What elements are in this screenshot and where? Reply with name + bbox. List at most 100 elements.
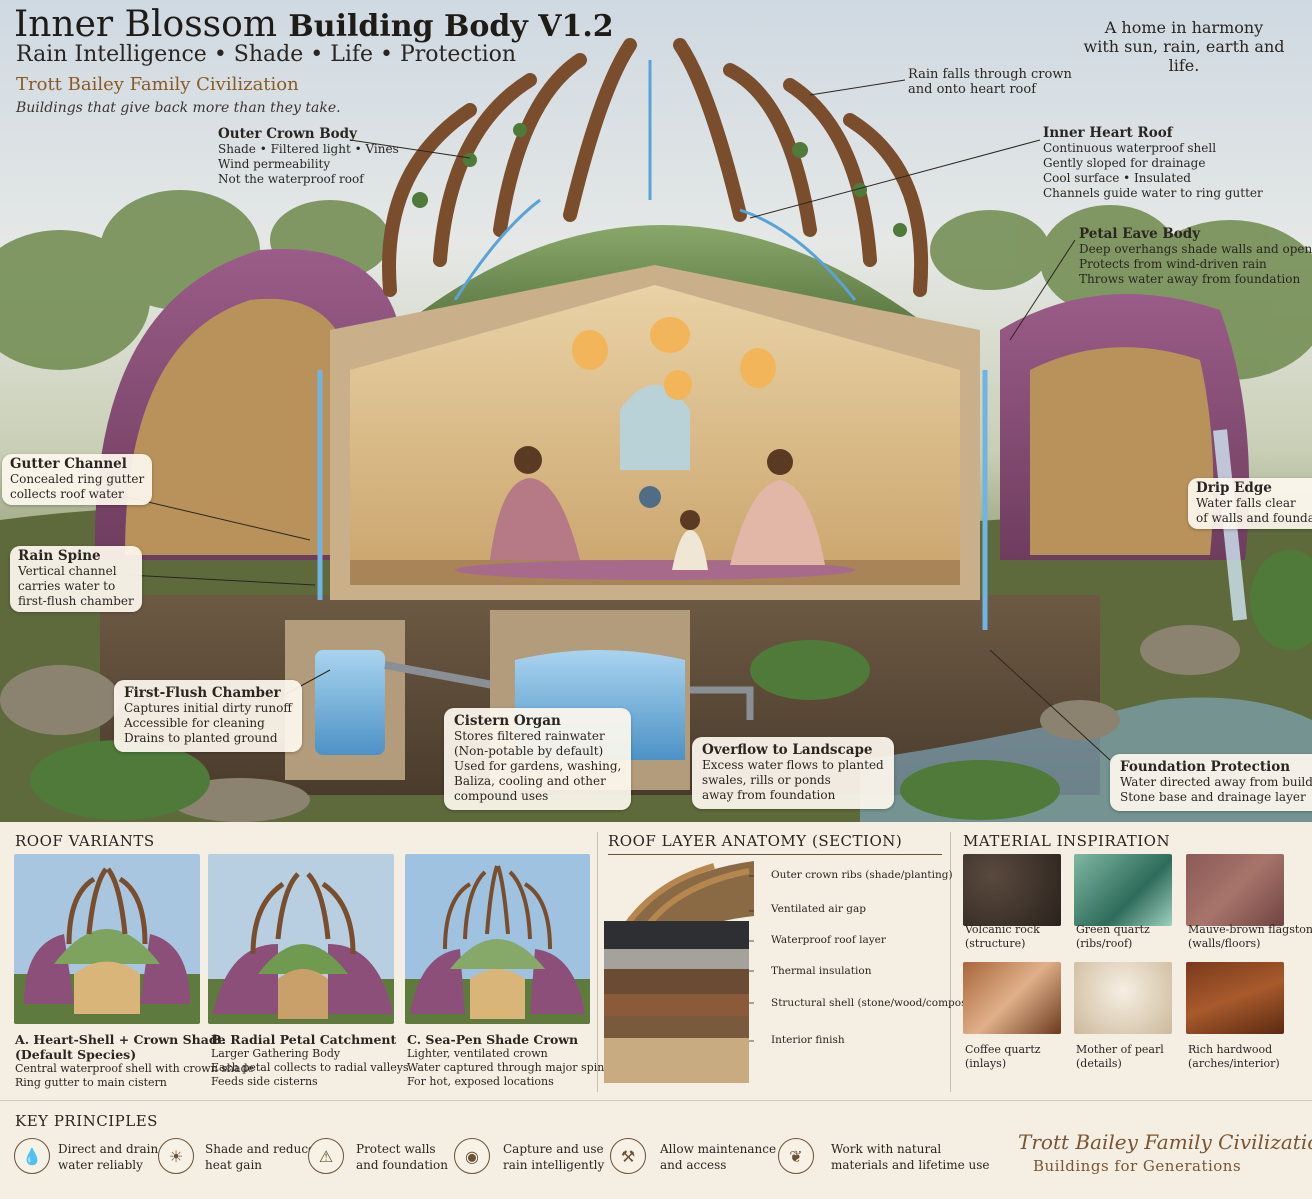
principle-line: materials and lifetime use [831,1158,990,1172]
callout-title: First-Flush Chamber [124,685,281,701]
callout-title: Petal Eave Body [1079,226,1201,242]
variant-b-image [208,854,394,1024]
callout-line: compound uses [454,789,549,803]
callout-line: first-flush chamber [18,594,134,608]
material-caption: Coffee quartz (inlays) [965,1043,1041,1071]
callout-inner-heart: Inner Heart Roof Continuous waterproof s… [1043,126,1263,201]
callout-rain-spine: Rain Spine Vertical channel carries wate… [10,546,142,612]
callout-line: collects roof water [10,487,124,501]
variant-a-image [14,854,200,1024]
layer-label: Outer crown ribs (shade/planting) [771,869,953,881]
callout-line: Wind permeability [218,157,331,171]
green-quartz-swatch [1074,854,1172,926]
sun-icon: ☀ [158,1138,194,1174]
mother-of-pearl-swatch [1074,962,1172,1034]
leaf-icon: ❦ [778,1138,814,1174]
callout-title: Foundation Protection [1120,759,1291,775]
roof-variants-heading: ROOF VARIANTS [15,832,155,850]
divider [950,832,951,1092]
material-name: Green quartz [1076,923,1150,936]
callout-rain-falls: Rain falls through crown and onto heart … [908,67,1072,97]
callout-title: Gutter Channel [10,456,127,472]
rain-spine-pipes [317,370,988,630]
principle-text: Capture and use rain intelligently [503,1141,604,1173]
callout-line: Drains to planted ground [124,731,278,745]
material-name: Volcanic rock [965,923,1040,936]
callout-title: Drip Edge [1196,480,1272,496]
callout-line: Channels guide water to ring gutter [1043,186,1263,200]
roof-layer-section-drawing [604,856,766,1090]
callout-overflow: Overflow to Landscape Excess water flows… [692,737,894,809]
volcanic-rock-swatch [963,854,1061,926]
callout-drip-edge: Drip Edge Water falls clear of walls and… [1188,478,1312,529]
divider [0,1100,1312,1101]
lanterns [572,317,776,400]
layer-label: Thermal insulation [771,965,872,977]
material-caption: Rich hardwood (arches/interior) [1188,1043,1280,1071]
variant-line: Water captured through major spines [407,1061,617,1074]
material-use: (walls/floors) [1188,937,1261,950]
callout-line: Concealed ring gutter [10,472,145,486]
callout-line: Used for gardens, washing, [454,759,622,773]
motto: Buildings that give back more than they … [16,100,341,116]
callout-line: Excess water flows to planted [702,758,884,772]
title-part-b: Building Body V1.2 [288,9,614,44]
callout-line: and onto heart roof [908,82,1037,97]
callout-line: away from foundation [702,788,836,802]
variant-line: Larger Gathering Body [211,1047,341,1060]
principle-line: and foundation [356,1158,448,1172]
hardwood-swatch [1186,962,1284,1034]
outer-crown-ribs [382,38,929,297]
material-name: Rich hardwood [1188,1043,1273,1056]
variant-line: Feeds side cisterns [211,1075,318,1088]
layer-label: Ventilated air gap [771,903,866,915]
title-part-a: Inner Blossom [14,4,277,45]
callout-line: Protects from wind-driven rain [1079,257,1267,271]
variant-title: A. Heart-Shell + Crown Shade [15,1032,226,1047]
foreground-plants [30,550,1312,820]
material-caption: Green quartz (ribs/roof) [1076,923,1150,951]
callout-line: Vertical channel [18,564,117,578]
callout-line: carries water to [18,579,116,593]
principle-line: Capture and use [503,1142,604,1156]
callout-title: Overflow to Landscape [702,742,873,758]
variant-b-caption: B. Radial Petal Catchment Larger Gatheri… [211,1032,409,1089]
layer-label: Interior finish [771,1034,845,1046]
material-use: (details) [1076,1057,1122,1070]
materials-heading: MATERIAL INSPIRATION [963,832,1171,850]
hero-illustration: Inner Blossom Building Body V1.2 Rain In… [0,0,1312,822]
callout-foundation: Foundation Protection Water directed awa… [1110,754,1312,811]
tagline: A home in harmony with sun, rain, earth … [1074,18,1294,75]
water-flow-arrows [453,60,857,301]
callout-title: Rain Spine [18,548,101,564]
family-figures [490,446,825,570]
principle-line: Protect walls [356,1142,436,1156]
overflow-pipe [690,686,754,720]
variant-c-caption: C. Sea-Pen Shade Crown Lighter, ventilat… [407,1032,616,1089]
principle-line: rain intelligently [503,1158,605,1172]
material-use: (arches/interior) [1188,1057,1280,1070]
callout-outer-crown: Outer Crown Body Shade • Filtered light … [218,127,399,187]
variant-line: Each petal collects to radial valleys [211,1061,409,1074]
material-name: Mauve-brown flagstone [1188,923,1312,936]
warning-icon: ⚠ [308,1138,344,1174]
callout-gutter: Gutter Channel Concealed ring gutter col… [2,454,153,505]
first-flush-chamber [315,650,385,755]
principle-line: and access [660,1158,727,1172]
principle-text: Shade and reduce heat gain [205,1141,315,1173]
callout-line: Rain falls through crown [908,67,1072,82]
material-caption: Volcanic rock (structure) [965,923,1040,951]
crown-vines [412,123,907,237]
callout-line: Captures initial dirty runoff [124,701,292,715]
divider [597,832,598,1092]
callout-line: Shade • Filtered light • Vines [218,142,399,156]
signature: Trott Bailey Family Civilization [1018,1130,1312,1154]
callout-line: Deep overhangs shade walls and openings [1079,242,1312,256]
callout-title: Cistern Organ [454,713,561,729]
callout-line: Continuous waterproof shell [1043,141,1217,155]
callout-line: of walls and foundation [1196,511,1312,525]
material-name: Coffee quartz [965,1043,1041,1056]
callout-line: swales, rills or ponds [702,773,831,787]
variant-a-caption: A. Heart-Shell + Crown Shade (Default Sp… [15,1032,254,1090]
principle-text: Work with natural materials and lifetime… [831,1141,990,1173]
